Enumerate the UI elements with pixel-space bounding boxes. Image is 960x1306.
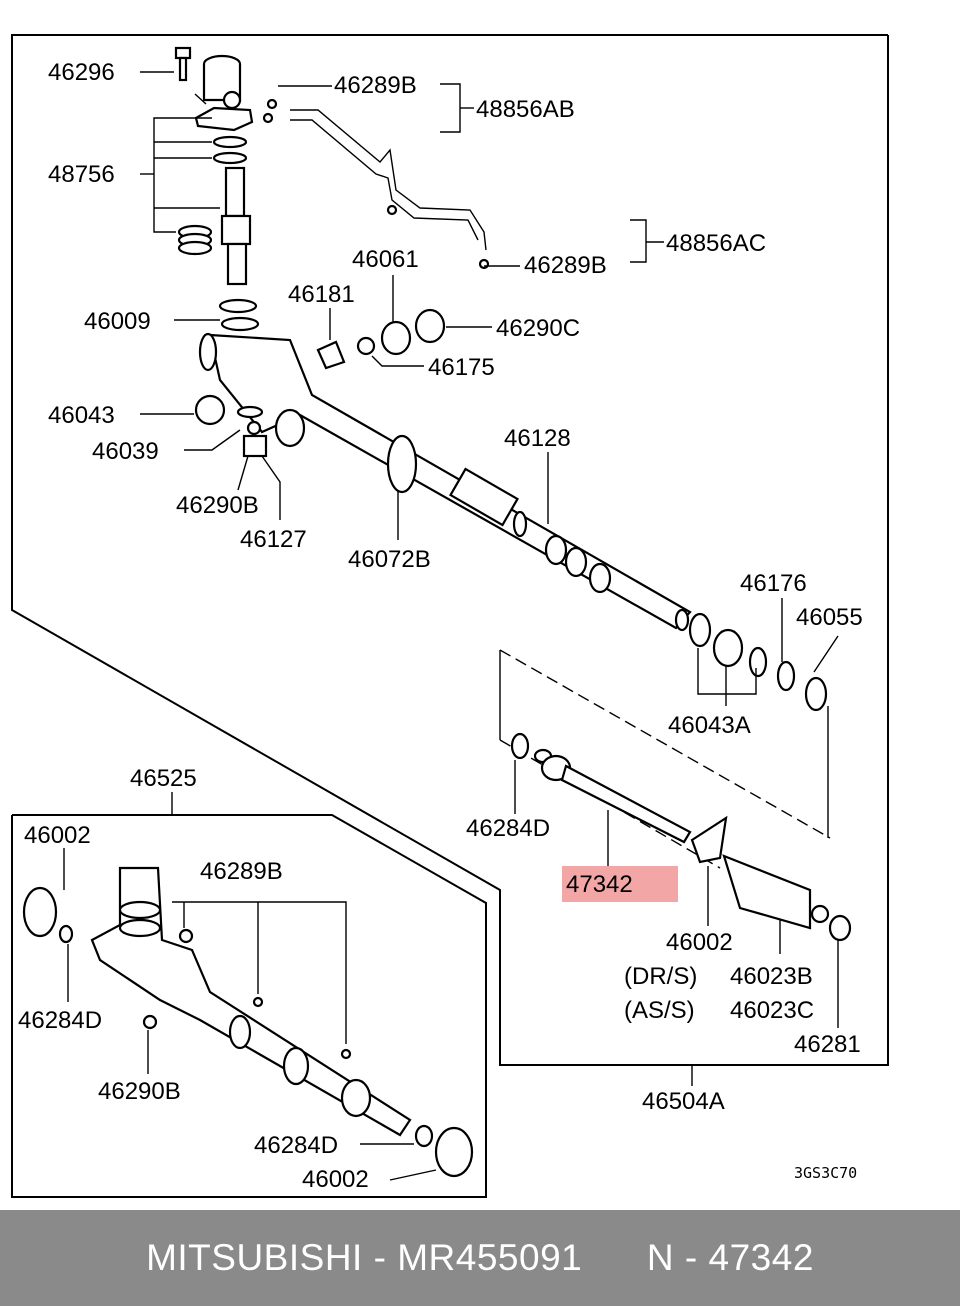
small-parts (194, 308, 446, 458)
label-46127: 46127 (240, 526, 307, 553)
label-46525: 46525 (130, 765, 197, 792)
label-46039: 46039 (92, 438, 159, 465)
pinion-valve-assembly (174, 46, 260, 332)
label-46002: 46002 (666, 929, 733, 956)
label-46176: 46176 (740, 570, 807, 597)
main-frame (11, 34, 889, 1066)
label-46043: 46043 (48, 402, 115, 429)
label-46290B-inset: 46290B (98, 1078, 181, 1105)
label-48856AB: 48856AB (476, 96, 575, 123)
label-46290B-a: 46290B (176, 492, 259, 519)
label-46290C: 46290C (496, 315, 580, 342)
inset-frame (11, 814, 487, 1198)
label-46072B: 46072B (348, 546, 431, 573)
tie-rod-assembly (510, 732, 852, 942)
label-46009: 46009 (84, 308, 151, 335)
diagram-code: 3GS3C70 (794, 1164, 857, 1182)
footer-gap (582, 1237, 647, 1279)
label-46175: 46175 (428, 354, 495, 381)
footer-part-number: MR455091 (397, 1237, 583, 1278)
label-46504A: 46504A (642, 1088, 725, 1115)
label-46181: 46181 (288, 281, 355, 308)
rack-housing (198, 332, 692, 632)
label-46296: 46296 (48, 59, 115, 86)
label-46023B: 46023B (730, 963, 813, 990)
footer-separator: - (362, 1237, 398, 1278)
label-ass: (AS/S) (624, 997, 695, 1024)
label-46284D-inset-left: 46284D (18, 1007, 102, 1034)
pressure-lines (262, 98, 490, 270)
inset-rack (22, 866, 474, 1178)
label-46002-inset-top: 46002 (24, 822, 91, 849)
label-46281: 46281 (794, 1031, 861, 1058)
parts-diagram: 46296 46289B 48856AB 48756 48856AC 46289… (11, 34, 889, 1198)
footer-brand: MITSUBISHI (146, 1237, 363, 1278)
part-labels: 46296 46289B 48856AB 48756 48856AC 46289… (18, 59, 863, 1193)
label-46289B-inset: 46289B (200, 858, 283, 885)
label-drs: (DR/S) (624, 963, 697, 990)
end-seals (688, 612, 828, 712)
label-46023C: 46023C (730, 997, 814, 1024)
footer-ref: N - 47342 (646, 1237, 814, 1278)
label-46061: 46061 (352, 246, 419, 273)
label-46055: 46055 (796, 604, 863, 631)
label-46043A: 46043A (668, 712, 751, 739)
label-46128: 46128 (504, 425, 571, 452)
label-46284D-inset-right: 46284D (254, 1132, 338, 1159)
label-48756: 48756 (48, 161, 115, 188)
label-46284D: 46284D (466, 815, 550, 842)
leader-lines (63, 71, 839, 1181)
highlight-47342 (562, 866, 678, 902)
footer-bar: MITSUBISHI - MR455091 N - 47342 (0, 1210, 960, 1306)
label-46002-inset-bottom: 46002 (302, 1166, 369, 1193)
label-46289B-top: 46289B (334, 72, 417, 99)
label-46289B-mid: 46289B (524, 252, 607, 279)
label-47342: 47342 (566, 871, 633, 898)
label-48856AC: 48856AC (666, 230, 766, 257)
